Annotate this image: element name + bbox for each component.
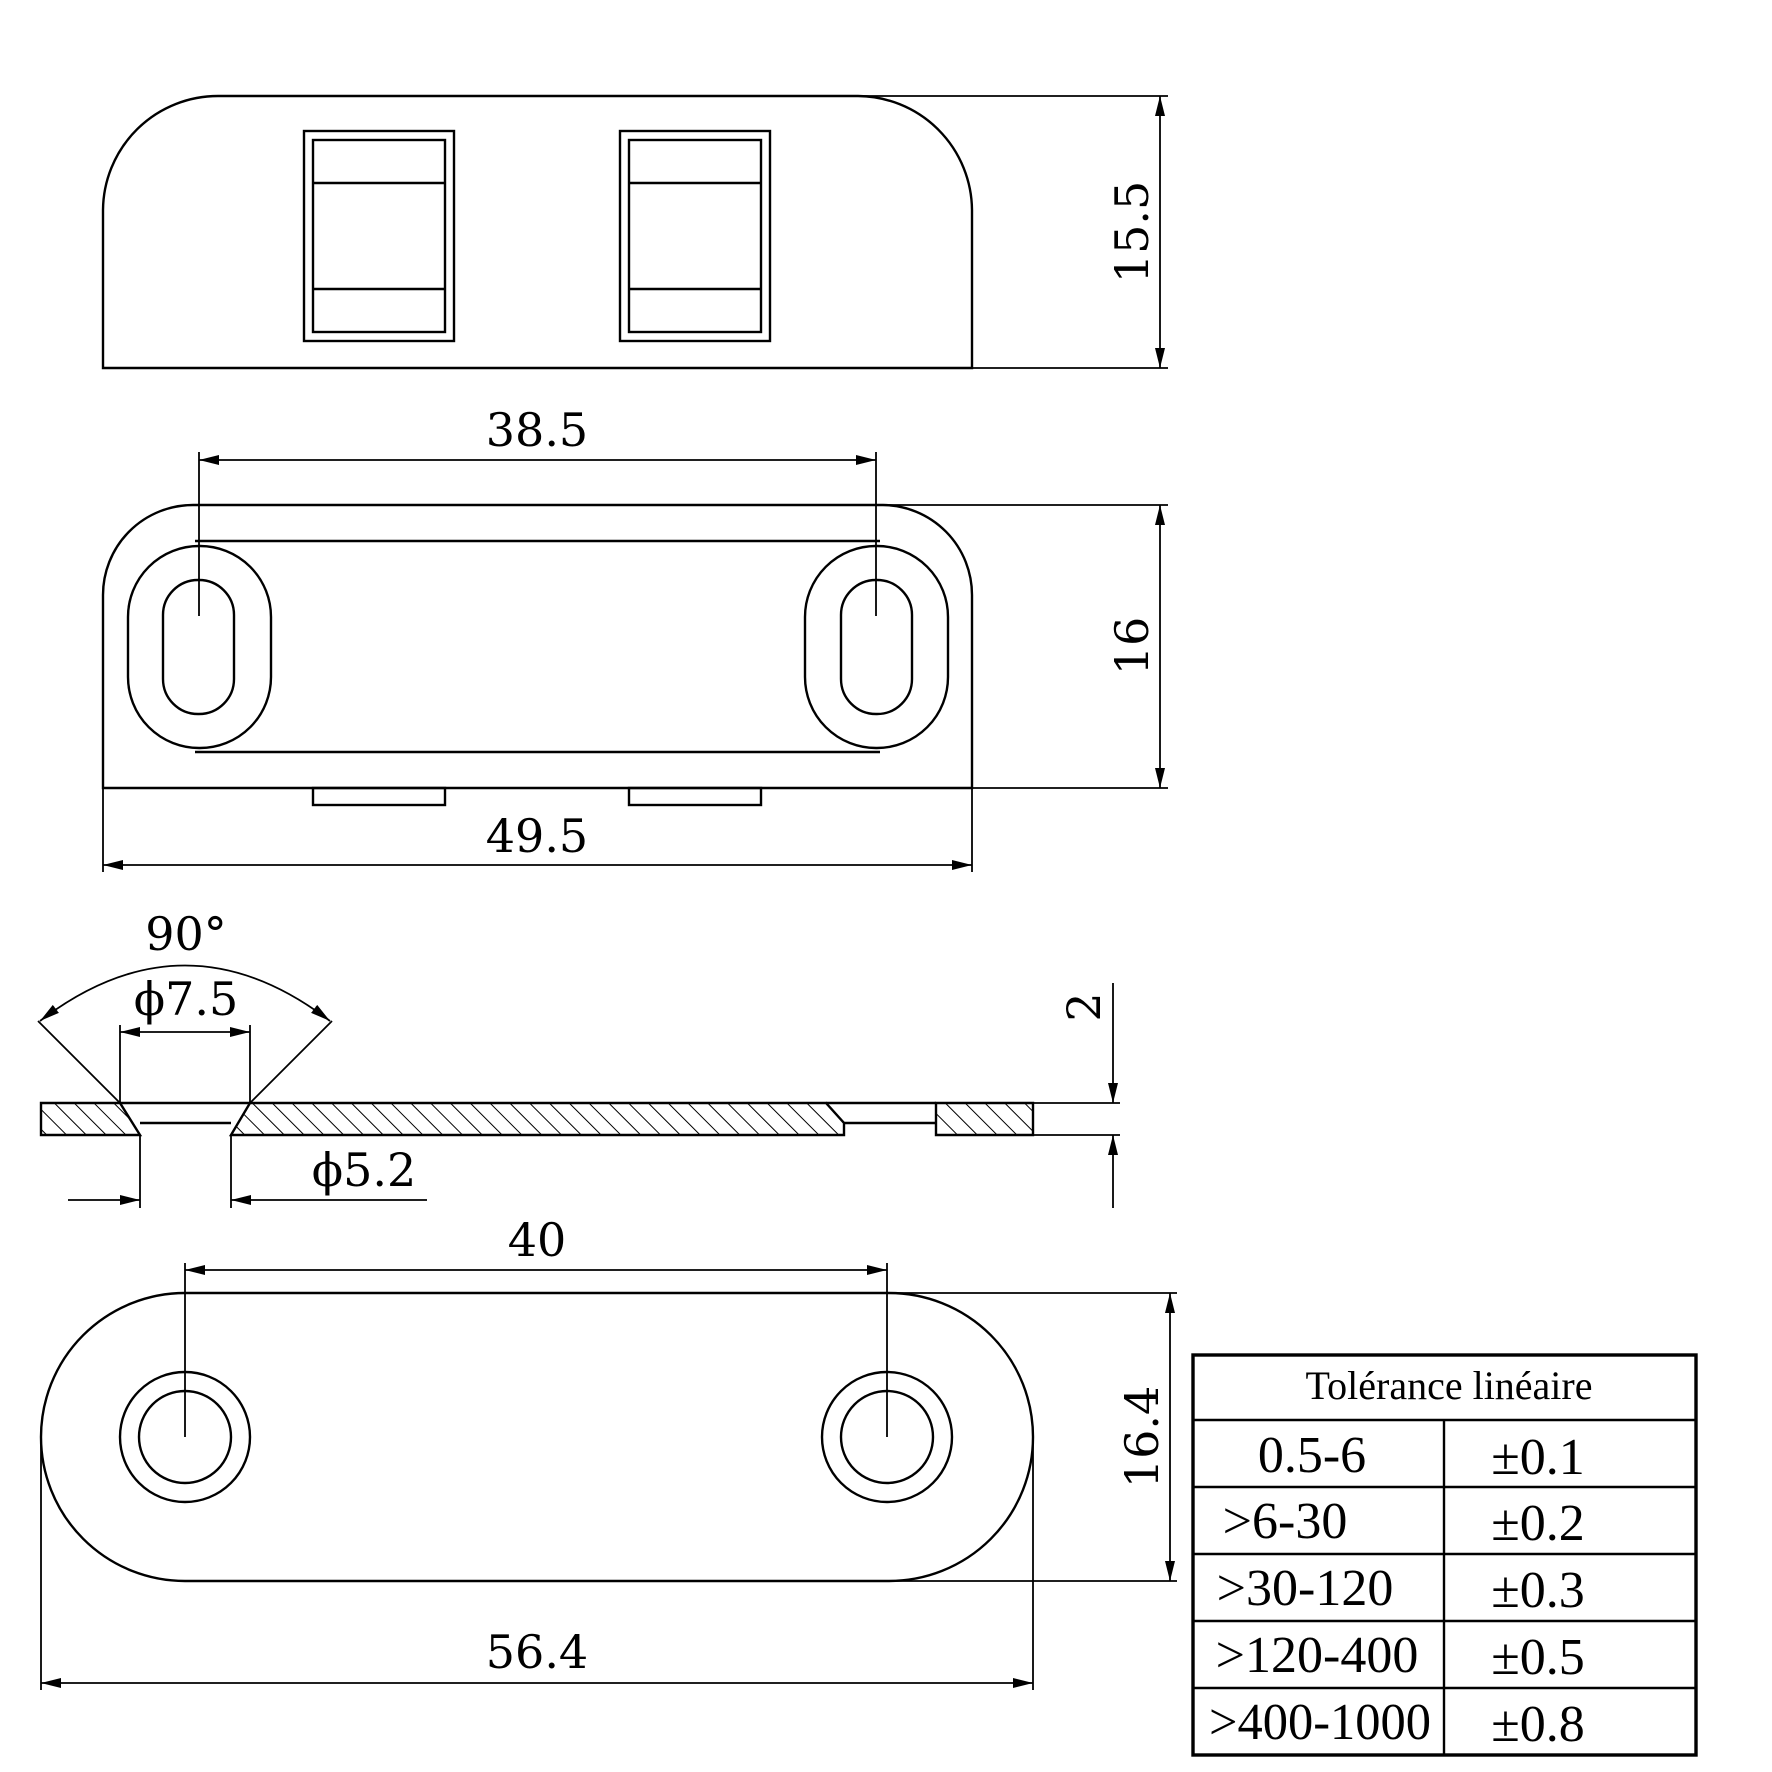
tolerance-value: ±0.8	[1491, 1696, 1585, 1753]
tolerance-value: ±0.5	[1491, 1629, 1585, 1686]
plate-view: 40 16.4 56.4	[39, 1213, 1177, 1690]
dim-countersink-angle: 90°	[145, 907, 227, 961]
tolerance-table-title: Tolérance linéaire	[1305, 1363, 1592, 1408]
tolerance-range: >400-1000	[1209, 1694, 1431, 1751]
front-view: 15.5	[101, 94, 1168, 370]
dim-countersink-diameter: ϕ7.5	[134, 972, 239, 1026]
tolerance-table: Tolérance linéaire 0.5-6 ±0.1 >6-30 ±0.2…	[1191, 1353, 1698, 1757]
dim-hole-spacing-b: 40	[508, 1213, 567, 1267]
dim-top-height: 15.5	[1105, 181, 1159, 283]
dim-hole-diameter: ϕ5.2	[312, 1143, 417, 1197]
dim-mid-width: 49.5	[486, 809, 588, 863]
dim-thickness: 2	[1057, 992, 1111, 1021]
dim-bottom-width: 56.4	[486, 1625, 588, 1679]
magnet-slot-right	[618, 129, 772, 343]
tolerance-range: >30-120	[1217, 1560, 1394, 1617]
tolerance-value: ±0.2	[1491, 1495, 1585, 1552]
section-view: 90° ϕ7.5 ϕ5.2 2	[37, 907, 1120, 1208]
front-view-outline	[101, 94, 974, 370]
magnet-slot-left	[302, 129, 456, 343]
tolerance-range: >6-30	[1223, 1493, 1348, 1550]
tolerance-range: >120-400	[1216, 1627, 1419, 1684]
dim-mid-height: 16	[1105, 617, 1159, 676]
plan-view: 38.5 16 49.5	[101, 403, 1168, 872]
tolerance-value: ±0.1	[1491, 1429, 1585, 1486]
tolerance-range: 0.5-6	[1258, 1427, 1366, 1484]
dim-arc-countersink-angle	[39, 964, 331, 1022]
section-hatch	[39, 1101, 1035, 1137]
tolerance-value: ±0.3	[1491, 1562, 1585, 1619]
dim-bottom-height: 16.4	[1115, 1386, 1169, 1488]
plate-outline	[39, 1291, 1035, 1583]
dim-hole-spacing-a: 38.5	[486, 403, 588, 457]
